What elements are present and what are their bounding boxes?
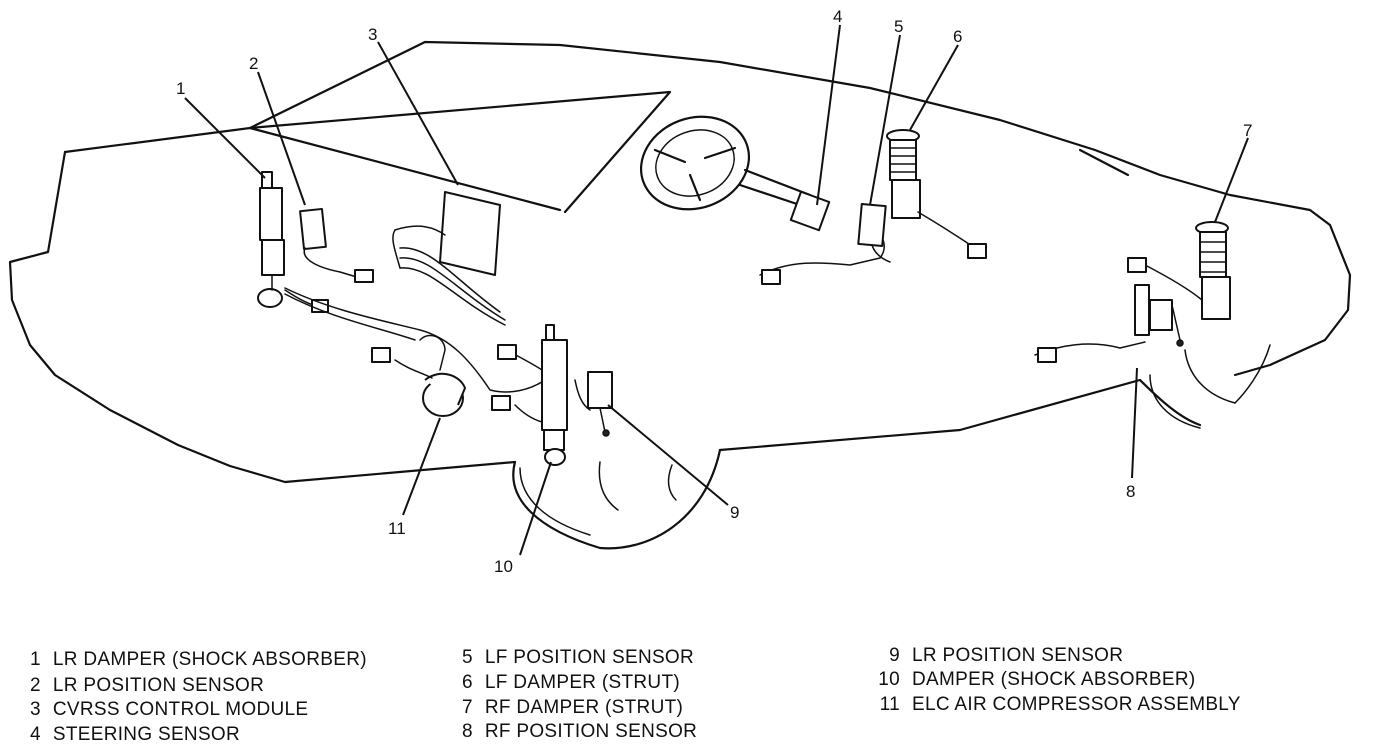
callout-9: 9 <box>730 503 739 522</box>
legend-text: LR POSITION SENSOR <box>52 675 265 696</box>
legend-num: 5 <box>462 647 473 668</box>
callout-7: 7 <box>1243 121 1252 140</box>
legend-text: DAMPER (SHOCK ABSORBER) <box>912 669 1196 690</box>
rf-strut <box>1127 221 1231 320</box>
legend-item: 5 LF POSITION SENSOR <box>462 646 694 670</box>
legend-item: 7 RF DAMPER (STRUT) <box>462 696 683 720</box>
legend-item: 8 RF POSITION SENSOR <box>462 720 697 744</box>
cvrss-control-module <box>392 191 506 326</box>
lf-strut <box>886 129 987 259</box>
legend-text: CVRSS CONTROL MODULE <box>52 699 309 720</box>
legend-num: 2 <box>30 675 41 696</box>
lr-damper <box>257 171 285 308</box>
legend-item: 1 LR DAMPER (SHOCK ABSORBER) <box>30 648 367 672</box>
callout-2: 2 <box>249 54 258 73</box>
legend-item: 6 LF DAMPER (STRUT) <box>462 671 680 695</box>
vehicle-suspension-diagram: 1 2 3 4 5 6 7 8 9 10 11 <box>8 7 1352 576</box>
legend-text: LF DAMPER (STRUT) <box>484 672 680 693</box>
callout-numbers: 1 2 3 4 5 6 7 8 9 10 11 <box>176 7 1252 576</box>
legend-text: LR DAMPER (SHOCK ABSORBER) <box>52 649 367 670</box>
legend-num: 1 <box>30 649 41 670</box>
callout-5: 5 <box>894 17 903 36</box>
wiring-harness <box>284 224 1146 393</box>
legend-num: 7 <box>462 697 473 718</box>
legend-text: ELC AIR COMPRESSOR ASSEMBLY <box>912 694 1241 715</box>
legend-text: STEERING SENSOR <box>52 724 241 745</box>
legend-item: 9 LR POSITION SENSOR <box>876 644 1123 668</box>
legend-text: RF POSITION SENSOR <box>484 721 698 742</box>
legend-item: 3 CVRSS CONTROL MODULE <box>30 698 308 722</box>
callout-11: 11 <box>388 519 406 538</box>
legend-num: 3 <box>30 699 41 720</box>
steering-wheel <box>639 115 831 232</box>
callout-10: 10 <box>494 557 513 576</box>
legend-item: 4 STEERING SENSOR <box>30 723 240 747</box>
callout-8: 8 <box>1126 482 1135 501</box>
legend-num: 8 <box>462 721 473 742</box>
rf-position-sensor <box>1134 284 1184 347</box>
legend-num: 6 <box>462 672 473 693</box>
legend-text: LF POSITION SENSOR <box>484 647 695 668</box>
legend-num: 10 <box>878 669 900 690</box>
legend-text: RF DAMPER (STRUT) <box>484 697 684 718</box>
callout-6: 6 <box>953 27 962 46</box>
legend-num: 4 <box>30 724 41 745</box>
legend-item: 11 ELC AIR COMPRESSOR ASSEMBLY <box>876 693 1241 717</box>
callout-3: 3 <box>368 25 377 44</box>
callout-4: 4 <box>833 7 842 26</box>
lf-damper <box>491 324 568 466</box>
callout-1: 1 <box>176 79 185 98</box>
legend-num: 11 <box>879 694 900 715</box>
legend-item: 10 DAMPER (SHOCK ABSORBER) <box>876 668 1196 692</box>
leader-lines <box>184 24 1249 556</box>
legend-text: LR POSITION SENSOR <box>912 645 1124 666</box>
lf-position-sensor <box>857 203 891 263</box>
elc-air-compressor <box>371 334 466 417</box>
position-sensor-9 <box>574 371 613 437</box>
car-body-outline <box>8 40 1352 550</box>
lr-position-sensor <box>284 207 374 313</box>
legend-num: 9 <box>889 645 900 666</box>
legend-item: 2 LR POSITION SENSOR <box>30 674 264 698</box>
